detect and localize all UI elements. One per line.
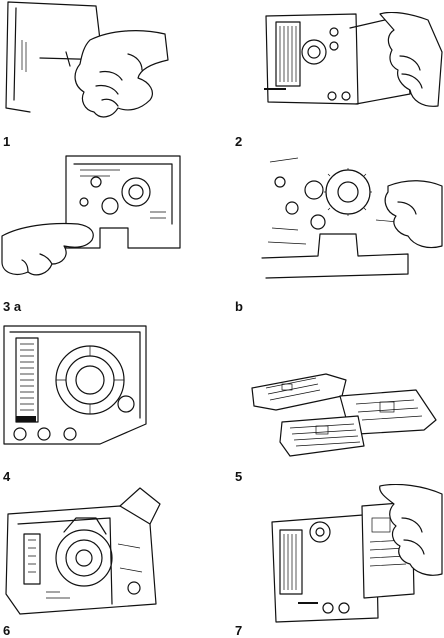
figure-3a-illustration — [0, 152, 185, 282]
figure-2-illustration — [262, 12, 444, 118]
figure-3b-label: b — [235, 299, 243, 314]
figure-3b-illustration — [258, 150, 444, 285]
figure-5-illustration — [246, 370, 444, 462]
figure-6-illustration — [0, 484, 166, 625]
figure-6-label: 6 — [3, 623, 11, 638]
figure-4-label: 4 — [3, 469, 11, 484]
figure-2-label: 2 — [235, 134, 243, 149]
figure-5-label: 5 — [235, 469, 243, 484]
figure-1-label: 1 — [3, 134, 11, 149]
figure-1-illustration — [0, 0, 170, 128]
figure-7-label: 7 — [235, 623, 243, 638]
figure-3a-label: 3 a — [3, 299, 22, 314]
figure-4-illustration — [0, 320, 152, 450]
figure-7-illustration — [258, 484, 444, 625]
